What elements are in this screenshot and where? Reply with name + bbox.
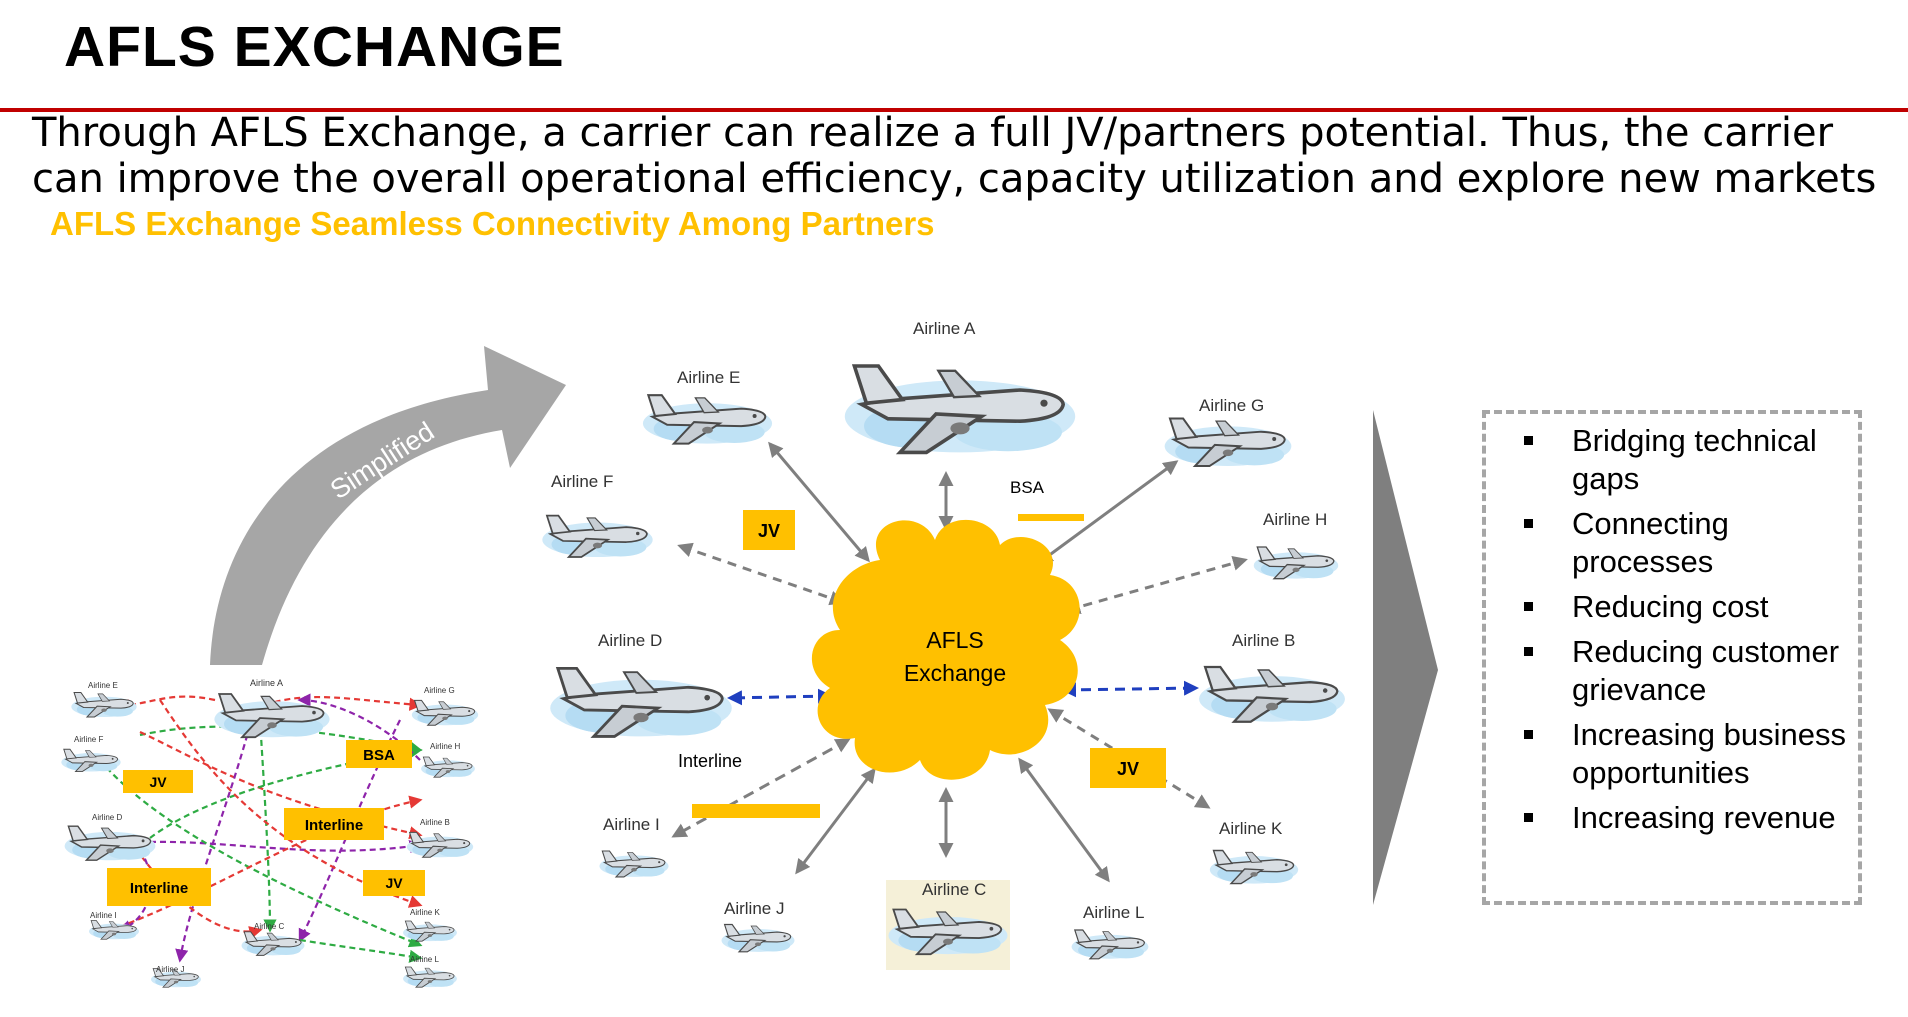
- tag-jv-left: JV: [758, 521, 780, 541]
- simplified-arrow: [210, 346, 566, 665]
- mini-tag-jv-2: JV: [385, 875, 403, 891]
- benefit-item: Reducing cost: [1524, 588, 1864, 626]
- benefit-text: Increasing business opportunities: [1572, 717, 1846, 790]
- mini-label-airline-e: Airline E: [88, 681, 118, 690]
- intro-text: Through AFLS Exchange, a carrier can rea…: [32, 110, 1877, 202]
- tag-jv-right: JV: [1117, 759, 1139, 779]
- tag-interline-label: Interline: [678, 751, 742, 771]
- tag-jv-right-box: [1090, 748, 1166, 788]
- hub-label-line-2: Exchange: [904, 660, 1006, 686]
- tag-jv-left-box: [743, 510, 795, 550]
- mini-tag-interline1-box: [284, 808, 384, 840]
- bullet-icon: [1524, 647, 1533, 656]
- benefit-item: Connecting processes: [1524, 505, 1864, 581]
- mini-label-airline-d: Airline D: [92, 813, 122, 822]
- label-airline-c: Airline C: [922, 880, 986, 899]
- benefit-item: Increasing revenue: [1524, 799, 1864, 837]
- mini-tag-interline-1: Interline: [305, 817, 363, 834]
- mini-network: Airline A Airline E Airline F Airline D …: [60, 678, 479, 988]
- benefit-item: Increasing business opportunities: [1524, 716, 1864, 792]
- hub-label-line-1: AFLS: [926, 627, 984, 653]
- bullet-icon: [1524, 730, 1533, 739]
- mini-label-airline-i: Airline I: [90, 911, 117, 920]
- bullet-icon: [1524, 436, 1533, 445]
- mini-label-airline-l: Airline L: [410, 955, 439, 964]
- mini-tag-bsa: BSA: [363, 747, 395, 764]
- mini-tag-bsa-box: [346, 740, 412, 768]
- label-airline-d: Airline D: [598, 631, 662, 650]
- tag-bsa-underline: [1018, 514, 1084, 521]
- mini-tag-interline2-box: [107, 868, 211, 906]
- label-airline-b: Airline B: [1232, 631, 1295, 650]
- label-airline-f: Airline F: [551, 472, 613, 491]
- mini-label-airline-c: Airline C: [254, 922, 284, 931]
- label-airline-h: Airline H: [1263, 510, 1327, 529]
- mini-label-airline-f: Airline F: [74, 735, 103, 744]
- mini-label-airline-k: Airline K: [410, 908, 440, 917]
- mini-label-airline-h: Airline H: [430, 742, 460, 751]
- mini-tag-jv2-box: [363, 870, 425, 896]
- mini-label-airline-g: Airline G: [424, 686, 455, 695]
- diagram-subtitle: AFLS Exchange Seamless Connectivity Amon…: [50, 205, 935, 242]
- label-airline-e: Airline E: [677, 368, 740, 387]
- chevron-right-icon: [1373, 410, 1438, 905]
- tag-bsa-label: BSA: [1010, 478, 1045, 497]
- mini-label-airline-a: Airline A: [250, 678, 283, 688]
- benefit-text: Bridging technical gaps: [1572, 423, 1817, 496]
- title-divider: [0, 108, 1908, 112]
- spoke-connections: [671, 441, 1248, 883]
- benefit-item: Bridging technical gaps: [1524, 422, 1864, 498]
- benefit-text: Connecting processes: [1572, 506, 1729, 579]
- mini-label-airline-j: Airline J: [156, 965, 184, 974]
- bullet-icon: [1524, 602, 1533, 611]
- afls-exchange-hub: AFLS Exchange: [811, 519, 1080, 780]
- tag-interline-bar: [692, 804, 820, 818]
- benefit-text: Reducing cost: [1572, 589, 1769, 624]
- bullet-icon: [1524, 813, 1533, 822]
- mini-tag-interline-2: Interline: [130, 880, 188, 897]
- bullet-icon: [1524, 519, 1533, 528]
- benefits-box: Bridging technical gaps Connecting proce…: [1482, 410, 1862, 905]
- benefit-text: Reducing customer grievance: [1572, 634, 1840, 707]
- label-airline-l: Airline L: [1083, 903, 1144, 922]
- mini-label-airline-b: Airline B: [420, 818, 450, 827]
- benefit-text: Increasing revenue: [1572, 800, 1836, 835]
- label-airline-k: Airline K: [1219, 819, 1283, 838]
- slide-title: AFLS EXCHANGE: [64, 15, 565, 79]
- label-airline-a: Airline A: [913, 319, 976, 338]
- mini-tag-jv: JV: [149, 774, 167, 790]
- label-airline-i: Airline I: [603, 815, 660, 834]
- mini-tag-jv-box: [123, 770, 193, 793]
- benefit-item: Reducing customer grievance: [1524, 633, 1864, 709]
- label-airline-j: Airline J: [724, 899, 784, 918]
- main-network: AFLS Exchange Airline A Airline E Airlin…: [541, 319, 1347, 970]
- benefits-list: Bridging technical gaps Connecting proce…: [1524, 422, 1864, 844]
- label-airline-g: Airline G: [1199, 396, 1264, 415]
